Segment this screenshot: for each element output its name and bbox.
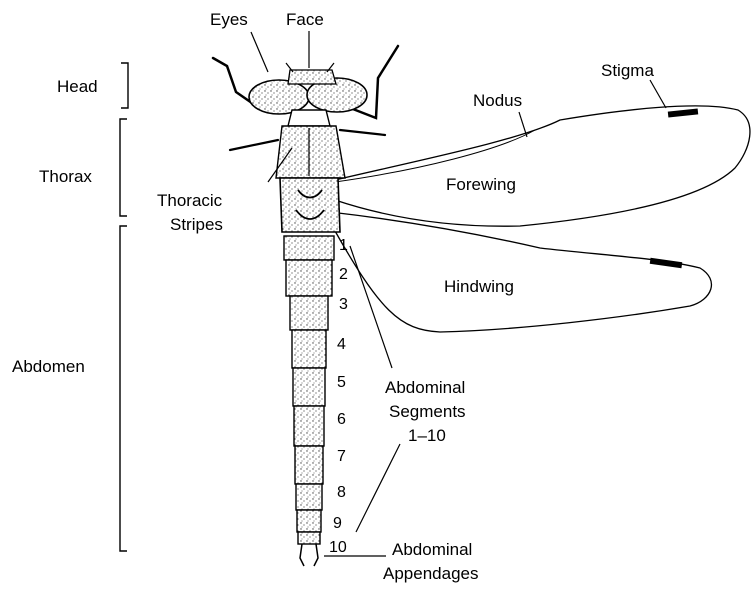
eyes-leader xyxy=(251,32,268,72)
segment-number-8: 8 xyxy=(337,484,346,501)
nodus-label: Nodus xyxy=(473,91,522,110)
abdominal-appendages-label-2: Appendages xyxy=(383,564,478,583)
abdominal-segment-5 xyxy=(293,368,325,406)
segment-number-2: 2 xyxy=(339,266,348,283)
hindwing-label: Hindwing xyxy=(444,277,514,296)
abdominal-segment-6 xyxy=(294,406,324,446)
segment-number-9: 9 xyxy=(333,515,342,532)
segment-number-4: 4 xyxy=(337,336,346,353)
left-compound-eye xyxy=(249,80,309,114)
thorax xyxy=(276,110,345,232)
head xyxy=(249,63,367,114)
head-bracket xyxy=(121,63,128,108)
abdomen xyxy=(284,236,334,566)
abdominal-segment-8 xyxy=(296,484,322,510)
abdominal-segment-2 xyxy=(286,260,332,296)
forewing xyxy=(335,106,750,226)
abdominal-segments-label-1: Abdominal xyxy=(385,378,465,397)
synthorax xyxy=(276,126,345,178)
abdominal-appendages-label-1: Abdominal xyxy=(392,540,472,559)
thorax-label: Thorax xyxy=(39,167,92,186)
segments-lower-leader xyxy=(356,444,400,532)
wing-bases xyxy=(280,178,340,232)
segment-number-3: 3 xyxy=(339,296,348,313)
abdominal-segment-9 xyxy=(297,510,321,532)
segment-number-7: 7 xyxy=(337,448,346,465)
head-label: Head xyxy=(57,77,98,96)
abdominal-segment-3 xyxy=(290,296,328,330)
thoracic-stripes-label-1: Thoracic xyxy=(157,191,223,210)
stigma-leader xyxy=(650,80,666,108)
segment-number-1: 1 xyxy=(339,237,348,254)
segment-number-10: 10 xyxy=(329,539,347,556)
abdomen-bracket xyxy=(120,226,127,551)
abdominal-segment-7 xyxy=(295,446,323,484)
face-plate xyxy=(288,70,336,84)
abdominal-appendages xyxy=(300,544,318,566)
abdominal-segment-1 xyxy=(284,236,334,260)
face-label: Face xyxy=(286,10,324,29)
prothorax xyxy=(288,110,330,126)
abdomen-label: Abdomen xyxy=(12,357,85,376)
thorax-bracket xyxy=(120,119,127,216)
segment-number-6: 6 xyxy=(337,411,346,428)
nodus-leader xyxy=(519,112,527,137)
forewing-label: Forewing xyxy=(446,175,516,194)
abdominal-segments-label-3: 1–10 xyxy=(408,426,446,445)
eyes-label: Eyes xyxy=(210,10,248,29)
abdominal-segment-4 xyxy=(292,330,326,368)
thoracic-stripes-label-2: Stripes xyxy=(170,215,223,234)
abdominal-segments-label-2: Segments xyxy=(389,402,466,421)
hindwing xyxy=(330,212,711,332)
segment-number-5: 5 xyxy=(337,374,346,391)
abdominal-segment-10 xyxy=(298,532,320,544)
stigma-label: Stigma xyxy=(601,61,654,80)
